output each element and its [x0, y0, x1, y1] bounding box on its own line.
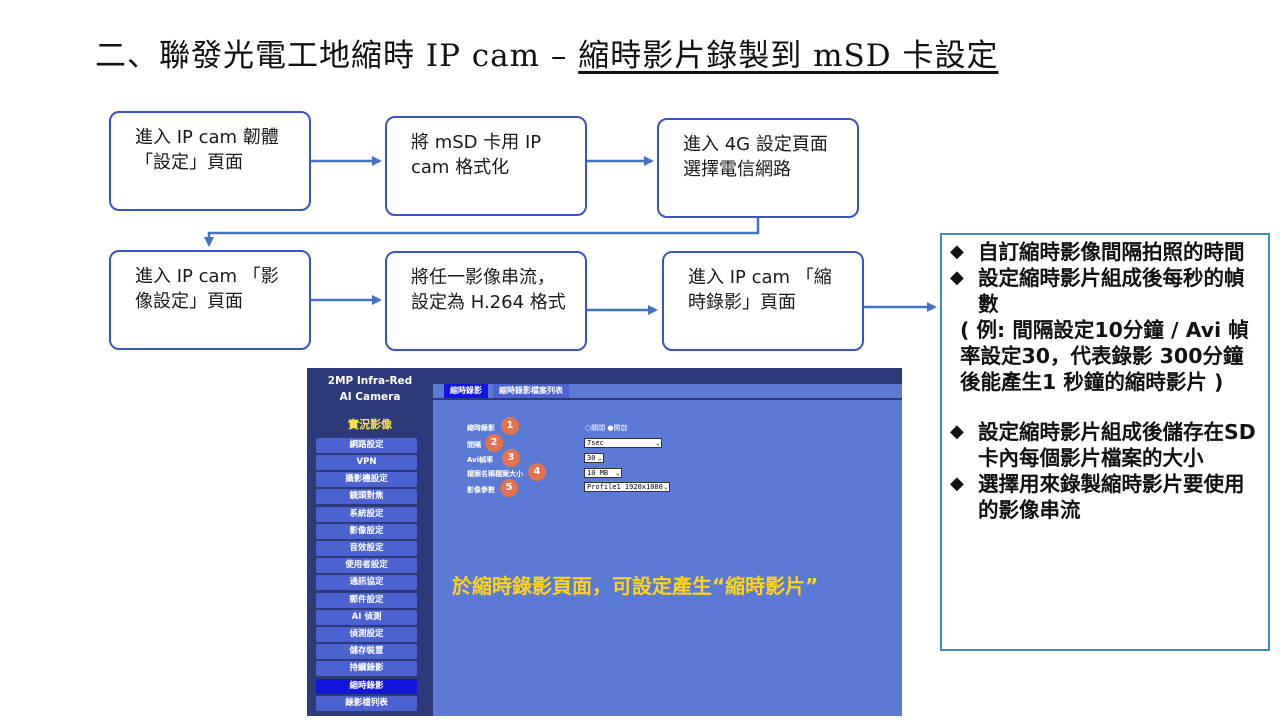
flow-step-1: 進入 IP cam 韌體「設定」頁面: [109, 111, 311, 211]
field-label-timelapse: 縮時錄影: [467, 424, 495, 432]
info-bullet-4-text: 選擇用來錄製縮時影片要使用的影像串流: [978, 472, 1245, 522]
camera-brand-line1: 2MP Infra-Red: [327, 375, 413, 387]
diamond-bullet-icon: ◆: [950, 473, 964, 494]
flow-step-2: 將 mSD 卡用 IP cam 格式化: [385, 116, 587, 216]
menu-item-system[interactable]: 系統設定: [316, 507, 417, 522]
stream-select[interactable]: Profile1 1920x1080⌄: [584, 482, 670, 492]
camera-caption: 於縮時錄影頁面，可設定產生“縮時影片”: [452, 574, 819, 598]
flow-step-4-text: 進入 IP cam 「影像設定」頁面: [135, 266, 279, 312]
menu-item-video[interactable]: 影像設定: [316, 524, 417, 539]
badge-1: 1: [501, 417, 519, 435]
info-bullet-2-text: 設定縮時影片組成後每秒的幀數: [978, 266, 1245, 316]
menu-item-continuous-record[interactable]: 持續錄影: [316, 661, 417, 676]
info-note: ( 例: 間隔設定10分鐘 / Avi 幀率設定30，代表錄影 300分鐘後能產…: [960, 318, 1249, 394]
chevron-down-icon: ⌄: [597, 454, 602, 462]
chevron-down-icon: ⌄: [655, 439, 660, 447]
tab-timelapse[interactable]: 縮時錄影: [444, 384, 488, 398]
info-bullet-2: ◆ 設定縮時影片組成後每秒的幀數: [950, 265, 1262, 317]
field-label-fps: Avi幀率: [467, 456, 494, 464]
radio-off-icon[interactable]: ○: [585, 424, 592, 432]
info-bullet-1-text: 自訂縮時影像間隔拍照的時間: [978, 240, 1245, 264]
menu-item-audio[interactable]: 音效設定: [316, 541, 417, 556]
camera-brand: 2MP Infra-Red AI Camera: [307, 373, 433, 405]
info-bullet-4: ◆ 選擇用來錄製縮時影片要使用的影像串流: [950, 471, 1262, 523]
radio-off-label: 關閉: [591, 424, 606, 432]
badge-2: 2: [485, 434, 503, 452]
title-part-b: 縮時影片錄製到 mSD 卡設定: [578, 38, 999, 74]
chevron-down-icon: ⌄: [663, 483, 668, 491]
info-bullet-3-text: 設定縮時影片組成後儲存在SD卡內每個影片檔案的大小: [978, 420, 1256, 470]
field-label-stream: 影像參數: [467, 486, 495, 494]
badge-5: 5: [500, 479, 518, 497]
interval-select[interactable]: 7sec ⌄: [584, 438, 662, 448]
camera-content: [433, 398, 902, 716]
field-label-interval: 間隔: [467, 441, 481, 449]
live-view-link[interactable]: 實況影像: [348, 418, 392, 431]
interval-select-value: 7sec: [587, 439, 604, 447]
camera-brand-line2: AI Camera: [339, 391, 401, 403]
info-bullet-3: ◆ 設定縮時影片組成後儲存在SD卡內每個影片檔案的大小: [950, 419, 1262, 471]
flow-step-1-text: 進入 IP cam 韌體「設定」頁面: [135, 127, 279, 173]
fps-select-value: 30: [587, 454, 596, 462]
filesize-select-value: 10 MB: [587, 469, 609, 477]
badge-3: 3: [502, 449, 520, 467]
menu-item-storage[interactable]: 儲存裝置: [316, 644, 417, 659]
menu-item-focus[interactable]: 鏡頭對焦: [316, 489, 417, 504]
flow-step-4: 進入 IP cam 「影像設定」頁面: [109, 250, 311, 350]
badge-4: 4: [528, 463, 546, 481]
diamond-bullet-icon: ◆: [950, 241, 964, 262]
menu-item-recordings[interactable]: 錄影檔列表: [316, 696, 417, 711]
fps-select[interactable]: 30⌄: [584, 453, 604, 463]
field-label-filesize: 檔案名稱檔案大小: [467, 470, 523, 478]
radio-on-label: 開啟: [613, 424, 628, 432]
flow-step-6-text: 進入 IP cam 「縮時錄影」頁面: [688, 267, 832, 313]
menu-item-protocol[interactable]: 通訊協定: [316, 575, 417, 590]
menu-item-ai-detect[interactable]: AI 偵測: [316, 610, 417, 625]
menu-item-network[interactable]: 網路設定: [316, 438, 417, 453]
flow-step-6: 進入 IP cam 「縮時錄影」頁面: [662, 251, 864, 351]
menu-item-vpn[interactable]: VPN: [316, 455, 417, 470]
slide-title: 二、聯發光電工地縮時 IP cam – 縮時影片錄製到 mSD 卡設定: [95, 30, 1195, 78]
radio-on-icon[interactable]: ●: [607, 424, 614, 432]
menu-item-users[interactable]: 使用者設定: [316, 558, 417, 573]
title-part-a: 二、聯發光電工地縮時 IP cam –: [95, 38, 579, 74]
menu-item-detect-settings[interactable]: 偵測設定: [316, 627, 417, 642]
camera-sidebar: 2MP Infra-Red AI Camera 實況影像 網路設定 VPN 攝影…: [307, 368, 433, 716]
tab-timelapse-files[interactable]: 縮時錄影檔案列表: [493, 384, 569, 398]
flow-step-2-text: 將 mSD 卡用 IP cam 格式化: [411, 132, 542, 178]
filesize-select[interactable]: 10 MB ⌄: [584, 468, 622, 478]
timelapse-radio-group: ○關閉 ●開啟: [585, 423, 627, 433]
info-bullet-1: ◆ 自訂縮時影像間隔拍照的時間: [950, 239, 1262, 265]
flow-step-3-text: 進入 4G 設定頁面選擇電信網路: [683, 134, 828, 180]
flow-step-5-text: 將任一影像串流，設定為 H.264 格式: [411, 267, 566, 313]
chevron-down-icon: ⌄: [615, 469, 620, 477]
flow-step-5: 將任一影像串流，設定為 H.264 格式: [385, 251, 587, 351]
menu-item-camera[interactable]: 攝影機設定: [316, 472, 417, 487]
camera-topbar: [433, 368, 902, 384]
menu-item-mail[interactable]: 郵件設定: [316, 593, 417, 608]
flow-step-3: 進入 4G 設定頁面選擇電信網路: [657, 118, 859, 218]
arrow-3-4: [204, 218, 760, 247]
info-box: ◆ 自訂縮時影像間隔拍照的時間 ◆ 設定縮時影片組成後每秒的幀數 ( 例: 間隔…: [940, 233, 1270, 651]
camera-ui-screenshot: 2MP Infra-Red AI Camera 實況影像 網路設定 VPN 攝影…: [307, 368, 902, 716]
diamond-bullet-icon: ◆: [950, 267, 964, 288]
stream-select-value: Profile1 1920x1080: [587, 483, 663, 491]
diamond-bullet-icon: ◆: [950, 421, 964, 442]
menu-item-timelapse[interactable]: 縮時錄影: [316, 679, 417, 694]
